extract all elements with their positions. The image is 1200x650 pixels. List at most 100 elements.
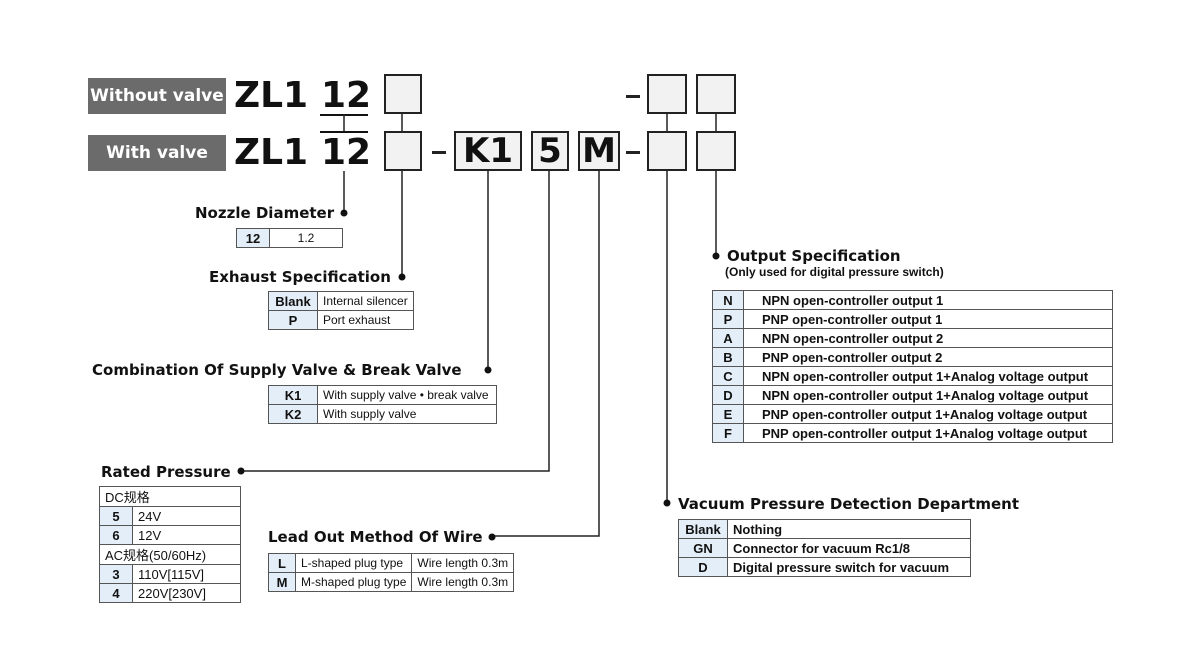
code-cell: N	[712, 290, 744, 310]
desc-cell: Internal silencer	[317, 291, 414, 311]
code-cell: P	[268, 310, 318, 330]
code-cell: GN	[678, 538, 728, 558]
desc-cell: L-shaped plug type	[294, 553, 413, 573]
exhaust-table: Blank Internal silencer P Port exhaust	[268, 291, 414, 330]
code-cell: D	[712, 385, 744, 405]
code-cell: 5	[99, 506, 133, 526]
desc-cell: PNP open-controller output 2	[743, 347, 1113, 367]
table-row: D NPN open-controller output 1+Analog vo…	[712, 385, 1113, 405]
rated-table: DC规格 5 24V 6 12V AC规格(50/60Hz) 3 110V[11…	[99, 486, 241, 603]
table-row: P Port exhaust	[268, 310, 414, 330]
exhaust-title: Exhaust Specification	[209, 268, 391, 286]
table-row: B PNP open-controller output 2	[712, 347, 1113, 367]
with-valve-tag: With valve	[88, 135, 226, 171]
table-row: Blank Nothing	[678, 519, 971, 539]
code-cell: B	[712, 347, 744, 367]
table-row: L L-shaped plug type Wire length 0.3m	[268, 553, 515, 573]
desc-cell: M-shaped plug type	[294, 572, 413, 592]
code-cell: L	[268, 553, 296, 573]
code-cell: P	[712, 309, 744, 329]
code-cell: 6	[99, 525, 133, 545]
desc-cell: NPN open-controller output 1+Analog volt…	[743, 366, 1113, 386]
dash-1	[432, 151, 446, 154]
desc-cell: NPN open-controller output 1+Analog volt…	[743, 385, 1113, 405]
table-row: DC规格	[99, 486, 241, 507]
extra-cell: Wire length 0.3m	[411, 572, 515, 592]
nozzle-title: Nozzle Diameter	[195, 204, 335, 222]
table-row: 12 1.2	[236, 228, 343, 248]
desc-cell: Nothing	[727, 519, 971, 539]
output-table: N NPN open-controller output 1 P PNP ope…	[712, 290, 1113, 443]
desc-cell: With supply valve • break valve	[317, 385, 497, 405]
dash-3	[626, 151, 640, 154]
desc-cell: Port exhaust	[317, 310, 414, 330]
rated-code-box: 5	[531, 131, 569, 171]
output-subtitle: (Only used for digital pressure switch)	[725, 265, 944, 279]
exhaust-box-row1	[384, 74, 422, 114]
output-box-row2	[696, 131, 736, 171]
table-row: A NPN open-controller output 2	[712, 328, 1113, 348]
desc-cell: NPN open-controller output 2	[743, 328, 1113, 348]
dash-2	[626, 95, 640, 98]
desc-cell: PNP open-controller output 1+Analog volt…	[743, 404, 1113, 424]
table-row: 3 110V[115V]	[99, 564, 241, 584]
vacuum-title: Vacuum Pressure Detection Department	[678, 495, 1019, 513]
nozzle-table: 12 1.2	[236, 228, 343, 248]
vacuum-table: Blank Nothing GN Connector for vacuum Rc…	[678, 519, 971, 577]
table-row: K1 With supply valve • break valve	[268, 385, 497, 405]
with-valve-model: ZL1	[234, 132, 309, 173]
extra-cell: Wire length 0.3m	[411, 553, 515, 573]
dc-header-cell: DC规格	[99, 486, 241, 507]
code-cell: K2	[268, 404, 318, 424]
table-row: F PNP open-controller output 1+Analog vo…	[712, 423, 1113, 443]
desc-cell: NPN open-controller output 1	[743, 290, 1113, 310]
without-valve-tag: Without valve	[88, 78, 226, 114]
table-row: AC规格(50/60Hz)	[99, 544, 241, 565]
desc-cell: PNP open-controller output 1	[743, 309, 1113, 329]
desc-cell: 12V	[132, 525, 241, 545]
output-box-row1	[696, 74, 736, 114]
desc-cell: 24V	[132, 506, 241, 526]
code-cell: F	[712, 423, 744, 443]
desc-cell: With supply valve	[317, 404, 497, 424]
table-row: D Digital pressure switch for vacuum	[678, 557, 971, 577]
vacuum-box-row2	[647, 131, 687, 171]
desc-cell: PNP open-controller output 1+Analog volt…	[743, 423, 1113, 443]
table-row: N NPN open-controller output 1	[712, 290, 1113, 310]
code-cell: K1	[268, 385, 318, 405]
table-row: 6 12V	[99, 525, 241, 545]
ac-header-cell: AC规格(50/60Hz)	[99, 544, 241, 565]
without-valve-size: 12	[321, 75, 372, 116]
code-cell: M	[268, 572, 296, 592]
table-row: Blank Internal silencer	[268, 291, 414, 311]
table-row: K2 With supply valve	[268, 404, 497, 424]
with-size-overline	[320, 131, 368, 133]
code-cell: 4	[99, 583, 133, 603]
table-row: E PNP open-controller output 1+Analog vo…	[712, 404, 1113, 424]
table-row: M M-shaped plug type Wire length 0.3m	[268, 572, 515, 592]
code-cell: C	[712, 366, 744, 386]
code-cell: 3	[99, 564, 133, 584]
lead-title: Lead Out Method Of Wire	[268, 528, 483, 546]
table-row: C NPN open-controller output 1+Analog vo…	[712, 366, 1113, 386]
rated-title: Rated Pressure	[101, 463, 231, 481]
combination-title: Combination Of Supply Valve & Break Valv…	[92, 361, 462, 379]
code-cell: Blank	[678, 519, 728, 539]
desc-cell: 220V[230V]	[132, 583, 241, 603]
code-cell: A	[712, 328, 744, 348]
desc-cell: Digital pressure switch for vacuum	[727, 557, 971, 577]
output-title: Output Specification	[727, 247, 901, 265]
exhaust-box-row2	[384, 131, 422, 171]
with-valve-size: 12	[321, 132, 372, 173]
desc-cell: 110V[115V]	[132, 564, 241, 584]
table-row: P PNP open-controller output 1	[712, 309, 1113, 329]
code-cell: E	[712, 404, 744, 424]
combination-code-box: K1	[454, 131, 522, 171]
code-cell: Blank	[268, 291, 318, 311]
lead-code-box: M	[578, 131, 620, 171]
table-row: 5 24V	[99, 506, 241, 526]
vacuum-box-row1	[647, 74, 687, 114]
desc-cell: Connector for vacuum Rc1/8	[727, 538, 971, 558]
code-cell: D	[678, 557, 728, 577]
